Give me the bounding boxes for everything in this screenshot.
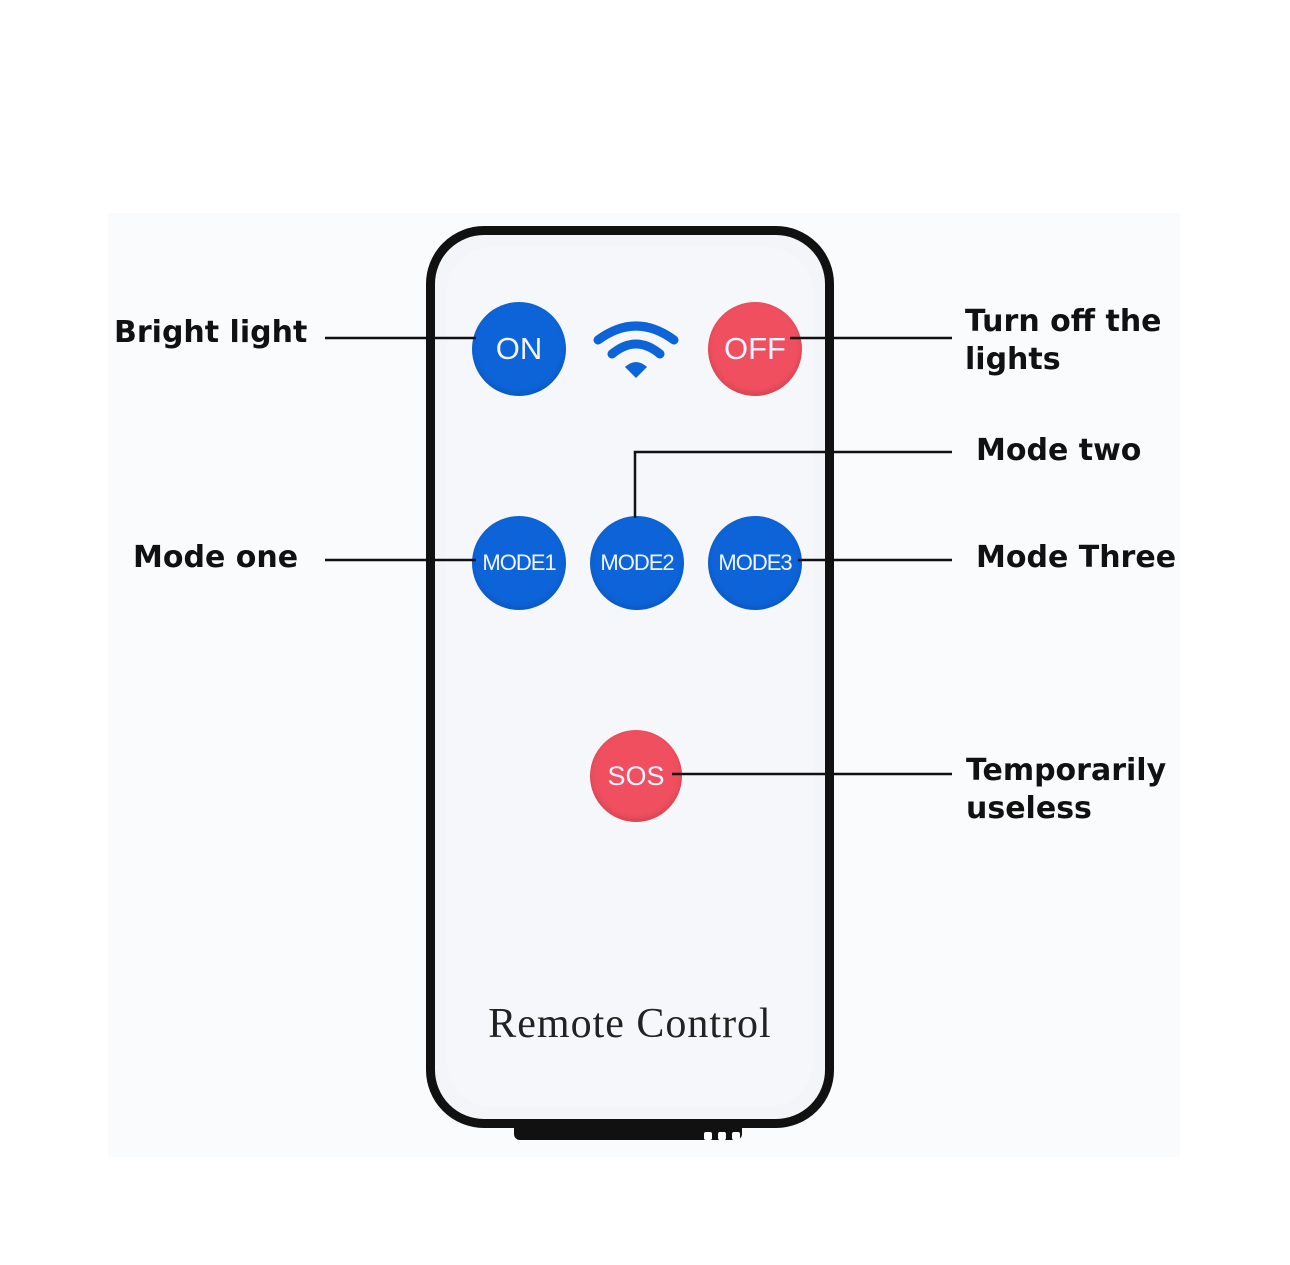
off-button-label: OFF xyxy=(724,331,786,366)
remote-port-dot xyxy=(704,1132,712,1140)
sos-button[interactable]: SOS xyxy=(590,730,682,822)
sos-button-label: SOS xyxy=(607,760,665,791)
wifi-icon xyxy=(593,321,679,378)
on-button[interactable]: ON xyxy=(472,302,566,396)
off-button[interactable]: OFF xyxy=(708,302,802,396)
remote-control-label: Remote Control xyxy=(488,1001,772,1047)
callout-bright-light: Bright light xyxy=(114,315,308,350)
callout-mode-one: Mode one xyxy=(133,540,299,575)
mode1-button-label: MODE1 xyxy=(482,550,556,575)
callout-mode-three: Mode Three xyxy=(976,540,1177,575)
mode2-button[interactable]: MODE2 xyxy=(590,516,684,610)
on-button-label: ON xyxy=(495,331,543,366)
mode3-button-label: MODE3 xyxy=(718,550,792,575)
remote-port-dot xyxy=(732,1132,740,1140)
remote-port-dot xyxy=(718,1132,726,1140)
callout-temporarily-useless: Temporarily useless xyxy=(966,753,1167,826)
remote-bottom-edge xyxy=(514,1124,742,1140)
callout-turn-off-lights: Turn off the lights xyxy=(965,304,1162,377)
mode1-button[interactable]: MODE1 xyxy=(472,516,566,610)
mode2-button-label: MODE2 xyxy=(600,550,674,575)
callout-mode-two: Mode two xyxy=(976,433,1142,468)
mode3-button[interactable]: MODE3 xyxy=(708,516,802,610)
